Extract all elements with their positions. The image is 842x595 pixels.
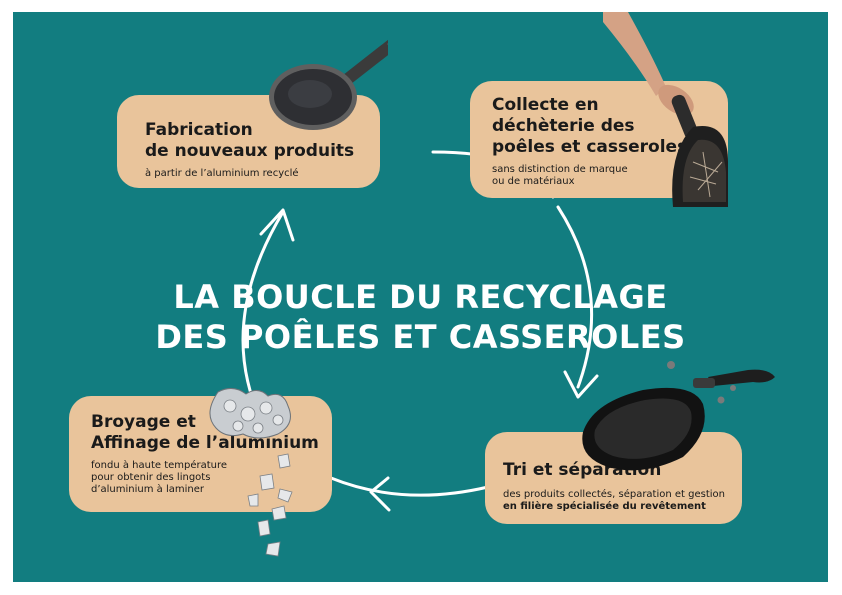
step-fabrication-title: Fabrication de nouveaux produits (145, 120, 355, 161)
step-tri-subtitle: des produits collectés, séparation et ge… (503, 489, 726, 500)
diagram-canvas: Fabrication de nouveaux produits à parti… (13, 12, 828, 582)
loop-arc-right (556, 205, 594, 389)
step-broyage-title: Broyage et Affinage de l’aluminium (91, 412, 319, 453)
step-fabrication-subtitle: à partir de l’aluminium recyclé (145, 168, 299, 179)
title-line-2: DES POÊLES ET CASSEROLES (155, 318, 686, 356)
arrow-head-right (563, 370, 599, 399)
title-line-1: LA BOUCLE DU RECYCLAGE (173, 278, 668, 316)
arrow-head-bottom (369, 476, 391, 512)
diagram-title: LA BOUCLE DU RECYCLAGE DES POÊLES ET CAS… (13, 277, 828, 357)
aluminium-scraps-icon (209, 388, 293, 557)
arrow-head-top (259, 208, 295, 242)
step-collecte-subtitle: sans distinction de marque ou de matéria… (492, 164, 628, 187)
hand-holding-pan-icon (603, 12, 728, 207)
step-tri-title: Tri et séparation (503, 460, 662, 480)
pan-and-handle-icon (582, 361, 775, 471)
loop-arc-left (241, 210, 285, 402)
step-broyage-subtitle: fondu à haute température pour obtenir d… (91, 460, 228, 495)
step-collecte-title: Collecte en déchèterie des poêles et cas… (492, 95, 688, 157)
step-tri-subtitle-bold: en filière spécialisée du revêtement (503, 501, 706, 512)
loop-arc-bottom (329, 476, 490, 497)
frying-pan-icon (269, 36, 388, 130)
